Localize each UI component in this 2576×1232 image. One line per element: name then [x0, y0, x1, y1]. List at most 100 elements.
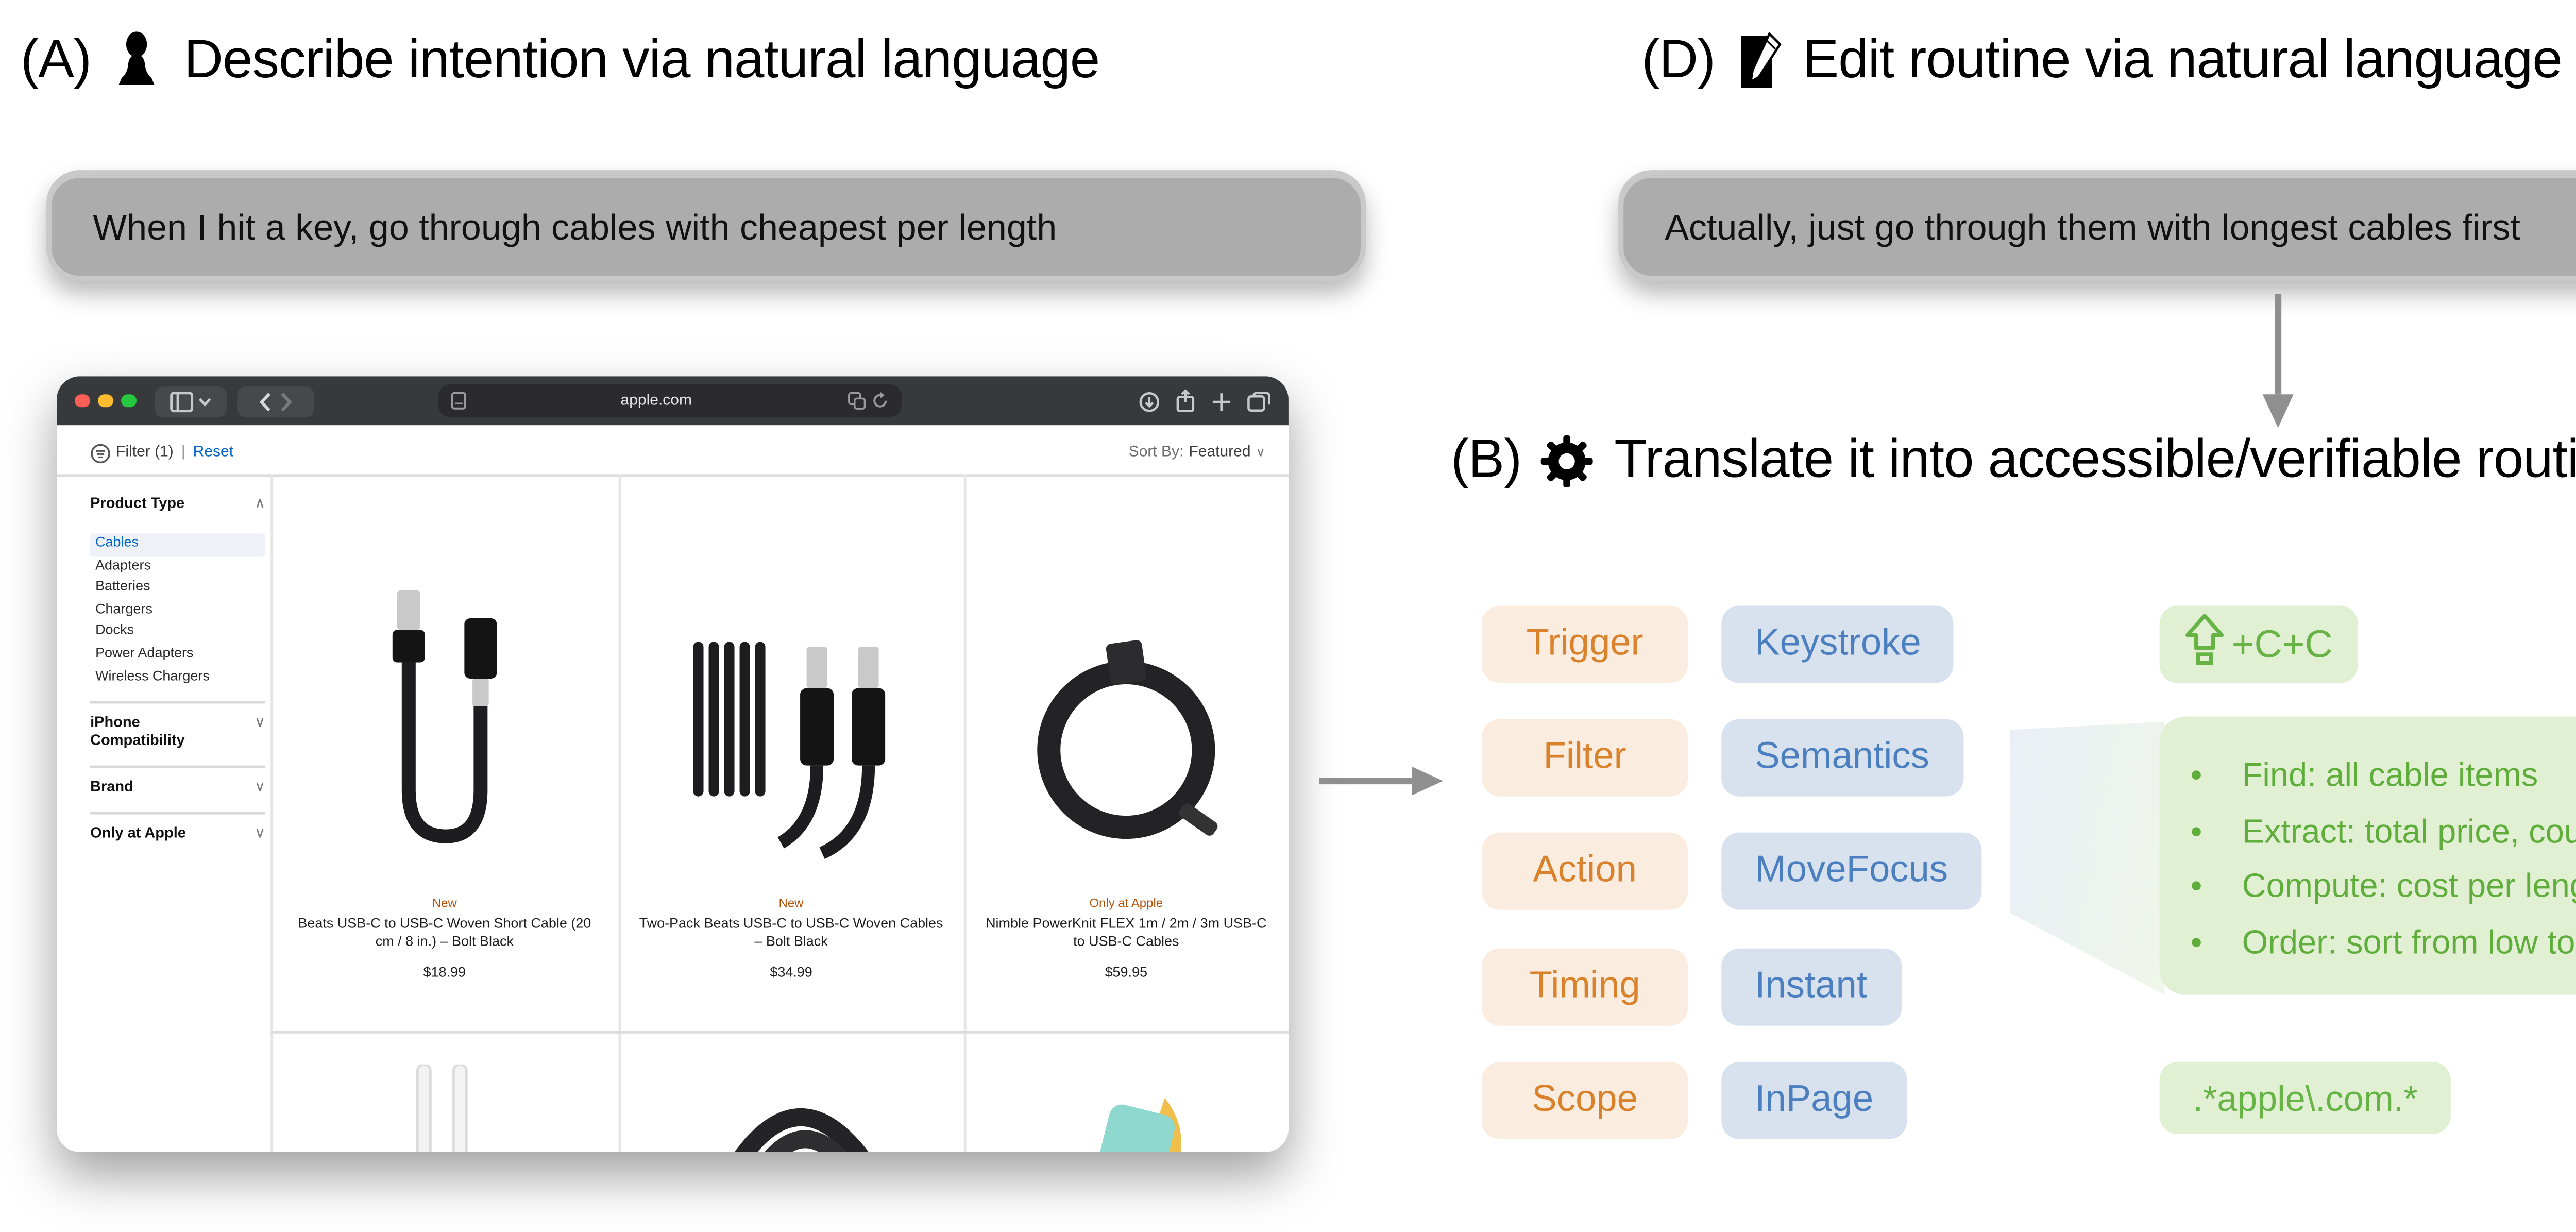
only-at-apple-label: Only at Apple: [90, 828, 186, 843]
minimize-window-button[interactable]: [98, 394, 112, 408]
product-badge: Only at Apple: [1089, 899, 1163, 913]
bullet-icon: [2191, 914, 2242, 969]
reload-icon[interactable]: [870, 392, 888, 410]
reader-icon[interactable]: [450, 392, 466, 410]
routine-row-scope: Scope InPage: [1482, 1061, 1907, 1139]
sort-by-dropdown[interactable]: Sort By: Featured ∨: [1129, 446, 1265, 461]
panel-b-label: (B): [1451, 430, 1522, 490]
routine-key: Action: [1482, 832, 1688, 910]
filters-sidebar: Product Type ∧ Cables Adapters Batteries…: [90, 497, 265, 846]
sort-by-value: Featured: [1189, 446, 1251, 462]
product-image-partial-teal-item: [1088, 1083, 1216, 1152]
downloads-icon[interactable]: [1139, 391, 1160, 411]
sidebar-item-power-adapters[interactable]: Power Adapters: [95, 647, 194, 663]
bullet-icon: [2191, 858, 2242, 914]
shift-key-icon: [2185, 612, 2224, 677]
window-controls: [75, 394, 135, 408]
product-card[interactable]: New Two-Pack Beats USB-C to USB-C Woven …: [618, 474, 963, 981]
sidebar-toggle-button[interactable]: [153, 385, 226, 416]
product-badge: New: [432, 899, 457, 913]
store-page: Filter (1) | Reset Sort By: Featured ∨ P…: [57, 425, 1289, 1152]
routine-key: Trigger: [1482, 605, 1688, 683]
reset-link[interactable]: Reset: [193, 446, 234, 462]
share-icon[interactable]: [1175, 389, 1196, 413]
routine-step: Order: sort from low to high: [2191, 914, 2576, 969]
routine-step-text: Compute: cost per length for each: [2242, 866, 2576, 905]
divider: [90, 766, 266, 769]
forward-icon[interactable]: [277, 391, 293, 411]
routine-value: InPage: [1721, 1061, 1907, 1139]
close-window-button[interactable]: [75, 394, 89, 408]
product-card[interactable]: New Beats USB-C to USB-C Woven Short Cab…: [270, 474, 618, 981]
section-iphone-compatibility[interactable]: iPhone Compatibility ∨: [90, 717, 265, 753]
panel-d-label: (D): [1641, 31, 1716, 91]
sidebar-icon: [168, 390, 192, 411]
divider: [270, 1031, 1289, 1034]
routine-key: Scope: [1482, 1061, 1688, 1139]
routine-steps-box: Find: all cable items Extract: total pri…: [2159, 716, 2576, 995]
routine-step: Extract: total price, count, and length: [2191, 803, 2576, 858]
keystroke-pill: +C+C: [2159, 605, 2359, 683]
sidebar-item-docks[interactable]: Docks: [95, 625, 134, 640]
panel-d-title: (D) Edit routine via natural language: [1641, 31, 2563, 93]
keystroke-keys: +C+C: [2231, 622, 2333, 666]
product-type-label: Product Type: [90, 497, 185, 513]
routine-step: Compute: cost per length for each: [2191, 858, 2576, 914]
routine-step: Find: all cable items: [2191, 748, 2576, 803]
back-icon[interactable]: [257, 391, 272, 411]
intention-bubble: When I hit a key, go through cables with…: [46, 170, 1366, 281]
iphone-compatibility-label: iPhone Compatibility: [90, 717, 185, 751]
divider: [270, 474, 274, 1152]
zoom-window-button[interactable]: [121, 394, 135, 408]
arrow-right-icon: [1319, 763, 1444, 799]
new-tab-icon[interactable]: [1211, 391, 1232, 411]
bullet-icon: [2191, 803, 2242, 858]
brand-label: Brand: [90, 781, 133, 797]
product-image-short-cable: [270, 474, 618, 899]
url-text: apple.com: [620, 393, 692, 409]
panel-d-text: Edit routine via natural language: [1803, 31, 2563, 91]
expand-chevron-icon: ∨: [254, 781, 266, 797]
routine-key: Filter: [1482, 719, 1688, 797]
tab-overview-icon[interactable]: [1247, 391, 1270, 411]
scope-pattern-text: .*apple\.com.*: [2193, 1077, 2418, 1119]
expand-chevron-icon: ∨: [254, 828, 266, 843]
section-only-at-apple[interactable]: Only at Apple ∨: [90, 828, 265, 846]
safari-toolbar: apple.com: [57, 376, 1289, 426]
routine-step-text: Order: sort from low to high: [2242, 921, 2576, 960]
expand-chevron-icon: ∨: [254, 717, 266, 733]
address-bar[interactable]: apple.com: [437, 384, 901, 418]
edit-bubble-text: Actually, just go through them with long…: [1665, 205, 2520, 246]
filter-label[interactable]: Filter (1): [116, 446, 174, 462]
panel-a-label: (A): [21, 31, 92, 91]
panel-a-text: Describe intention via natural language: [184, 31, 1100, 91]
bullet-icon: [2191, 748, 2242, 803]
sort-by-label: Sort By:: [1128, 446, 1184, 462]
arrow-down-icon: [2260, 294, 2296, 428]
beam-connector: [2010, 721, 2165, 995]
routine-step-text: Find: all cable items: [2242, 755, 2538, 794]
product-image-coiled-cables: [964, 474, 1289, 899]
sidebar-item-adapters[interactable]: Adapters: [95, 558, 151, 574]
routine-row-timing: Timing Instant: [1482, 948, 1901, 1026]
translate-icon[interactable]: [847, 392, 865, 410]
edit-bubble: Actually, just go through them with long…: [1618, 170, 2576, 281]
product-type-header[interactable]: Product Type ∧: [90, 497, 265, 513]
safari-window: apple.com Filter (1) | Reset Sort By: Fe…: [57, 376, 1289, 1152]
sidebar-item-wireless-chargers[interactable]: Wireless Chargers: [95, 669, 210, 685]
sidebar-item-cables[interactable]: Cables: [90, 533, 266, 556]
product-price: $18.99: [423, 965, 466, 981]
product-image-partial-black-arch: [670, 1083, 927, 1152]
panel-b-text: Translate it into accessible/verifiable …: [1614, 430, 2576, 490]
filter-separator: |: [181, 446, 185, 462]
sidebar-item-chargers[interactable]: Chargers: [95, 602, 152, 618]
filter-icon: [91, 444, 110, 464]
sidebar-item-batteries[interactable]: Batteries: [95, 580, 150, 596]
sort-chevron-icon: ∨: [1256, 446, 1265, 462]
product-price: $59.95: [1105, 965, 1148, 981]
routine-value: Instant: [1721, 948, 1901, 1026]
section-brand[interactable]: Brand ∨: [90, 781, 265, 799]
scope-pattern-pill: .*apple\.com.*: [2159, 1061, 2451, 1134]
panel-a-title: (A) Describe intention via natural langu…: [21, 31, 1100, 93]
product-card[interactable]: Only at Apple Nimble PowerKnit FLEX 1m /…: [964, 474, 1289, 981]
